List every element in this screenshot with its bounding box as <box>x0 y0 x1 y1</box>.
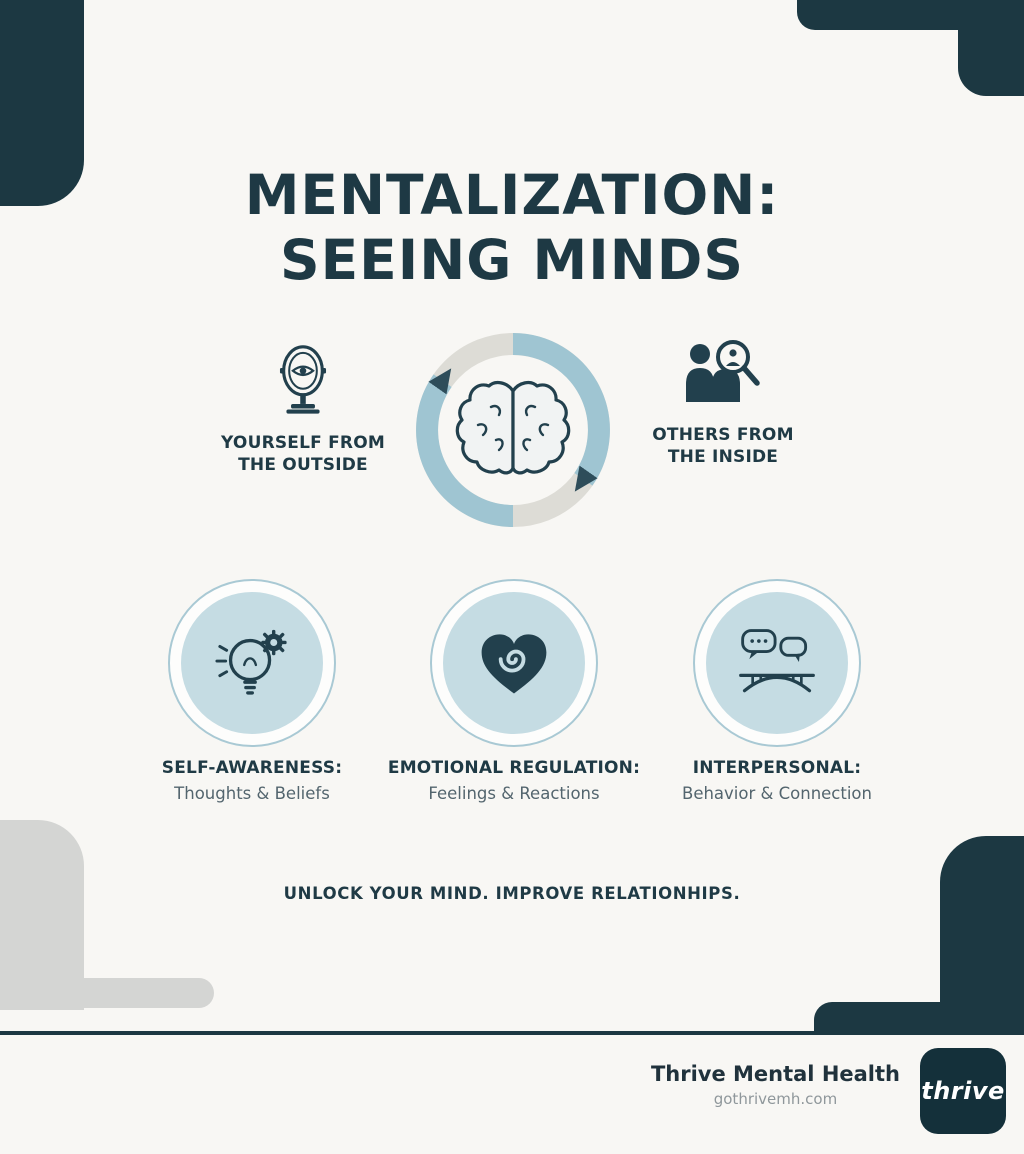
corner-decoration-top-left <box>0 0 84 206</box>
pillar-title: INTERPERSONAL: <box>692 758 862 778</box>
pillar-circle-emotional-regulation <box>430 579 598 747</box>
pillar-subtitle: Behavior & Connection <box>682 784 872 803</box>
corner-decoration-bottom-right-bar <box>814 1002 1024 1034</box>
cycle-left-label-line1: YOURSELF FROM <box>221 433 385 453</box>
pillar-text-self-awareness: SELF-AWARENESS: Thoughts & Beliefs <box>117 758 387 803</box>
cycle-right-label-line1: OTHERS FROM <box>652 425 794 445</box>
footer-brand-name: Thrive Mental Health <box>650 1062 900 1086</box>
thrive-logo-text: thrive <box>921 1077 1005 1105</box>
thrive-logo: thrive <box>920 1048 1006 1134</box>
pillar-circle-self-awareness <box>168 579 336 747</box>
pillar-text-emotional-regulation: EMOTIONAL REGULATION: Feelings & Reactio… <box>379 758 649 803</box>
cycle-arrows-icon <box>416 333 610 527</box>
mirror-eye-icon <box>279 345 327 414</box>
lightbulb-gear-icon <box>215 629 287 695</box>
pillar-text-interpersonal: INTERPERSONAL: Behavior & Connection <box>642 758 912 803</box>
footer-divider <box>0 1031 1024 1035</box>
cycle-left-label-line2: THE OUTSIDE <box>238 455 368 476</box>
corner-decoration-bottom-left-bar <box>0 978 214 1008</box>
cycle-right-item: OTHERS FROM THE INSIDE <box>618 338 828 468</box>
corner-decoration-top-right-block <box>958 0 1024 96</box>
pillar-subtitle: Feelings & Reactions <box>428 784 600 803</box>
people-magnifier-icon <box>686 340 760 402</box>
cycle-left-label: YOURSELF FROM THE OUTSIDE <box>198 432 408 476</box>
page-title: MENTALIZATION: SEEING MINDS <box>0 163 1024 293</box>
pillar-circle-interpersonal <box>693 579 861 747</box>
pillar-subtitle: Thoughts & Beliefs <box>174 784 330 803</box>
pillar-inner-self-awareness <box>181 592 323 734</box>
page-title-line2: SEEING MINDS <box>279 227 745 292</box>
brain-icon <box>455 380 571 475</box>
speech-bubbles-bridge-icon <box>739 629 815 693</box>
heart-spiral-icon <box>481 634 547 694</box>
tagline: UNLOCK YOUR MIND. IMPROVE RELATIONHIPS. <box>283 884 741 903</box>
corner-decoration-bottom-right-column <box>940 836 1024 1034</box>
pillar-title: SELF-AWARENESS: <box>161 758 343 778</box>
pillar-title: EMOTIONAL REGULATION: <box>387 758 641 778</box>
pillar-inner-interpersonal <box>706 592 848 734</box>
footer-text-block: Thrive Mental Health gothrivemh.com <box>651 1062 900 1108</box>
footer-website: gothrivemh.com <box>713 1090 838 1108</box>
page-title-line1: MENTALIZATION: <box>244 162 780 227</box>
cycle-left-item: YOURSELF FROM THE OUTSIDE <box>198 340 408 476</box>
cycle-right-label: OTHERS FROM THE INSIDE <box>618 424 828 468</box>
cycle-right-label-line2: THE INSIDE <box>667 447 779 468</box>
pillar-inner-emotional-regulation <box>443 592 585 734</box>
